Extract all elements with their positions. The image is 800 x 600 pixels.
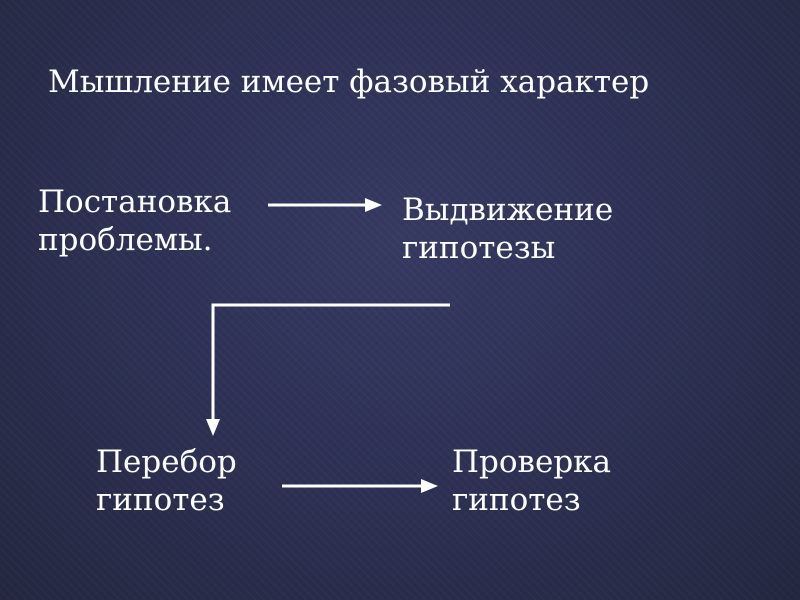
node-hypothesis-proposal-line1: Выдвижение — [402, 192, 614, 228]
node-hypothesis-verification: Проверка гипотез — [452, 443, 611, 519]
slide-title: Мышление имеет фазовый характер — [48, 64, 650, 100]
arrow-proposal-to-enumeration — [206, 303, 450, 436]
node-hypothesis-verification-line1: Проверка — [452, 444, 612, 480]
node-hypothesis-enumeration-line2: гипотез — [96, 482, 225, 518]
node-problem-statement: Постановка проблемы. — [38, 183, 231, 259]
node-hypothesis-verification-line2: гипотез — [452, 482, 581, 518]
arrow-problem-to-proposal — [268, 198, 382, 212]
arrow-enumeration-to-verification — [282, 479, 438, 493]
node-problem-statement-line1: Постановка — [38, 184, 232, 220]
node-hypothesis-proposal: Выдвижение гипотезы — [402, 191, 613, 267]
node-hypothesis-enumeration: Перебор гипотез — [96, 443, 237, 519]
node-problem-statement-line2: проблемы. — [38, 222, 213, 258]
node-hypothesis-enumeration-line1: Перебор — [96, 444, 237, 480]
node-hypothesis-proposal-line2: гипотезы — [402, 230, 556, 266]
